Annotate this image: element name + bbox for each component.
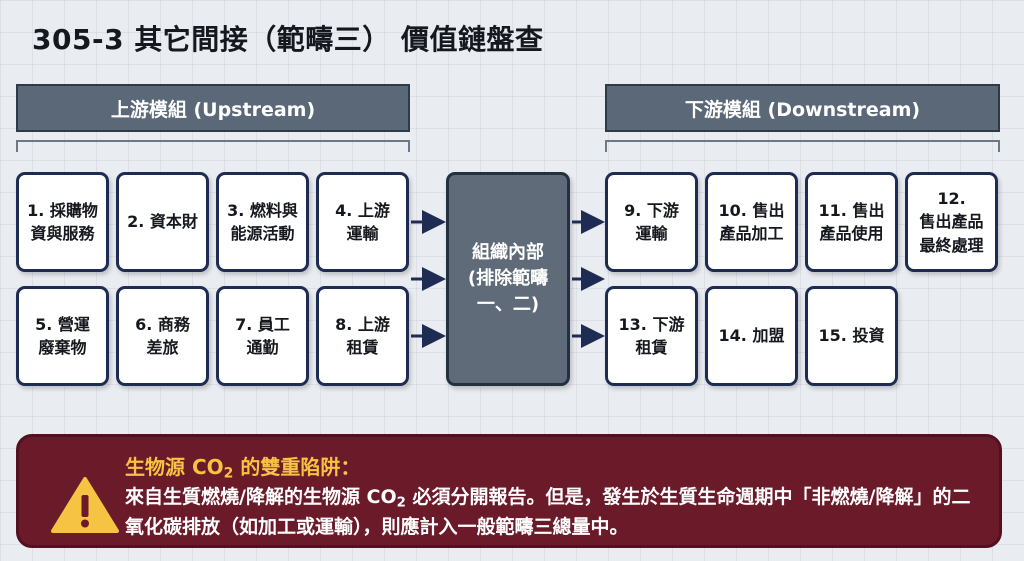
category-7-commuting: 7. 員工 通勤	[216, 286, 309, 386]
category-14-franchises: 14. 加盟	[705, 286, 798, 386]
category-3-fuel-energy: 3. 燃料與 能源活動	[216, 172, 309, 272]
category-15-investments: 15. 投資	[805, 286, 898, 386]
warning-body: 來自生質燃燒/降解的生物源 CO2 必須分開報告。但是，發生於生質生命週期中「非…	[125, 486, 971, 539]
upstream-header: 上游模組 (Upstream)	[16, 84, 410, 132]
warning-icon	[51, 477, 119, 533]
category-1-purchased-goods: 1. 採購物 資與服務	[16, 172, 109, 272]
category-11-use-of-products: 11. 售出 產品使用	[805, 172, 898, 272]
category-8-upstream-leased: 8. 上游 租賃	[316, 286, 409, 386]
organization-box: 組織內部 (排除範疇 一、二)	[446, 172, 570, 386]
category-5-waste: 5. 營運 廢棄物	[16, 286, 109, 386]
category-12-end-of-life: 12. 售出產品 最終處理	[905, 172, 998, 272]
category-4-upstream-transport: 4. 上游 運輸	[316, 172, 409, 272]
category-10-processing: 10. 售出 產品加工	[705, 172, 798, 272]
page-title: 305-3 其它間接（範疇三） 價值鏈盤查	[32, 23, 544, 56]
downstream-bracket	[605, 140, 1000, 152]
category-6-business-travel: 6. 商務 差旅	[116, 286, 209, 386]
downstream-header: 下游模組 (Downstream)	[605, 84, 1000, 132]
upstream-bracket	[16, 140, 410, 152]
category-13-downstream-leased: 13. 下游 租賃	[605, 286, 698, 386]
warning-title: 生物源 CO2 的雙重陷阱：	[125, 455, 361, 482]
category-9-downstream-transport: 9. 下游 運輸	[605, 172, 698, 272]
biogenic-co2-warning: 生物源 CO2 的雙重陷阱： 來自生質燃燒/降解的生物源 CO2 必須分開報告。…	[16, 434, 1002, 548]
category-2-capital-goods: 2. 資本財	[116, 172, 209, 272]
